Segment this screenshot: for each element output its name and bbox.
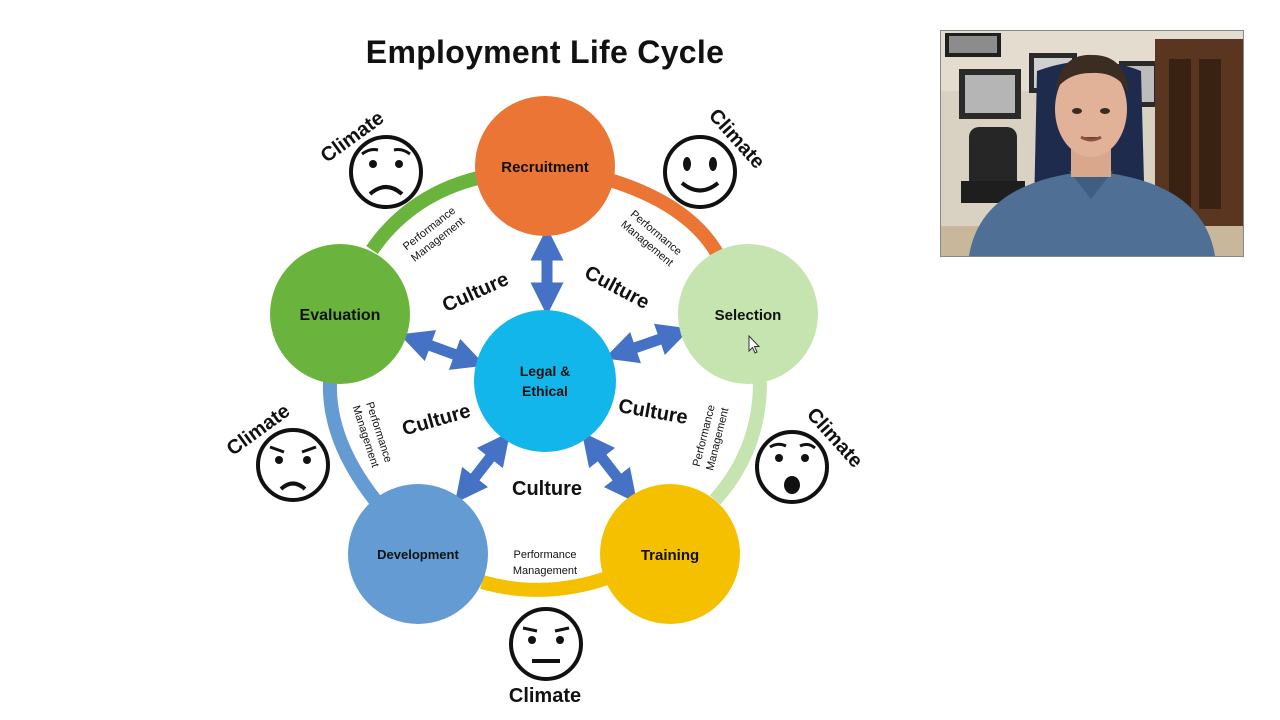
arrow-center-development xyxy=(454,431,511,504)
selection-label: Selection xyxy=(715,307,782,324)
culture-label-left: Culture xyxy=(400,400,473,440)
development-label: Development xyxy=(377,547,459,562)
sad-face-icon xyxy=(256,428,330,502)
development-circle xyxy=(348,484,488,624)
arrow-center-training xyxy=(581,431,638,504)
culture-label-right: Culture xyxy=(617,395,690,429)
training-label: Training xyxy=(641,547,699,564)
legal-ethical-line1: Legal & xyxy=(520,363,571,379)
culture-label-bottom: Culture xyxy=(512,478,582,500)
arc-development-evaluation xyxy=(322,381,381,505)
training-circle xyxy=(600,484,740,624)
evaluation-label: Evaluation xyxy=(300,307,381,324)
arc-recruitment-selection xyxy=(607,173,725,259)
arc-selection-training xyxy=(709,381,767,505)
slide-title: Employment Life Cycle xyxy=(365,34,725,70)
climate-label-bottom: Climate xyxy=(509,685,581,707)
culture-label-top-left: Culture xyxy=(439,268,512,317)
arrow-center-evaluation xyxy=(399,330,486,370)
mouse-cursor-icon xyxy=(748,334,761,354)
legal-ethical-line2: Ethical xyxy=(522,383,568,399)
neutral-face-icon xyxy=(509,607,583,681)
happy-face-icon xyxy=(663,135,737,209)
evaluation-circle xyxy=(270,244,410,384)
culture-label-top-right: Culture xyxy=(581,262,653,314)
arc-training-development xyxy=(480,570,613,597)
worried-face-icon xyxy=(349,135,423,209)
recruitment-circle xyxy=(475,96,615,236)
arc-evaluation-recruitment xyxy=(366,171,480,255)
recruitment-label: Recruitment xyxy=(501,159,589,176)
surprised-face-icon xyxy=(755,430,829,504)
presenter-webcam xyxy=(940,30,1244,257)
arrow-center-selection xyxy=(604,323,691,364)
selection-circle xyxy=(678,244,818,384)
legal-ethical-circle xyxy=(474,310,616,452)
perf-mgmt-bottom-line2: Management xyxy=(513,565,577,577)
perf-mgmt-bottom-line1: Performance xyxy=(514,549,577,561)
